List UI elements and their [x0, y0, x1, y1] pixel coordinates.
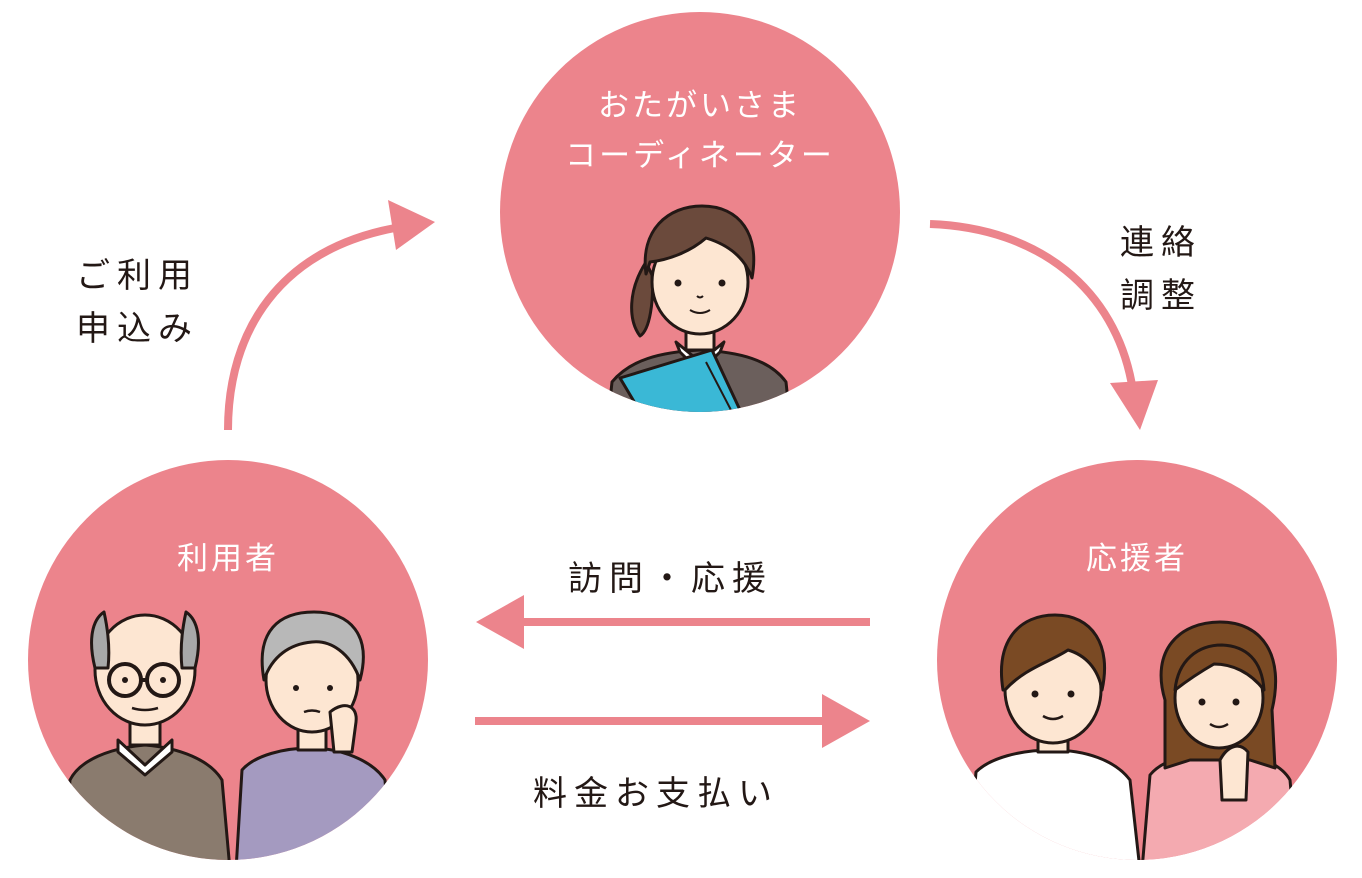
contact-label: 連絡 調整: [1120, 223, 1202, 316]
supporter-title: 応援者: [1086, 541, 1188, 577]
arrow-apply: [224, 200, 435, 431]
apply-label: ご利用 申込み: [76, 256, 199, 349]
user-title: 利用者: [177, 541, 279, 577]
payment-label: 料金お支払い: [533, 774, 779, 814]
supporter-node: [937, 460, 1337, 860]
arrow-visit: [476, 595, 870, 649]
visit-label: 訪問・応援: [568, 559, 773, 599]
coordinator-illustration: [606, 204, 792, 412]
user-node: [28, 460, 428, 860]
arrow-payment: [475, 694, 870, 748]
arrow-contact: [929, 220, 1158, 430]
coordinator-title: おたがいさま コーディネーター: [565, 88, 835, 174]
coordinator-node: [500, 12, 900, 412]
